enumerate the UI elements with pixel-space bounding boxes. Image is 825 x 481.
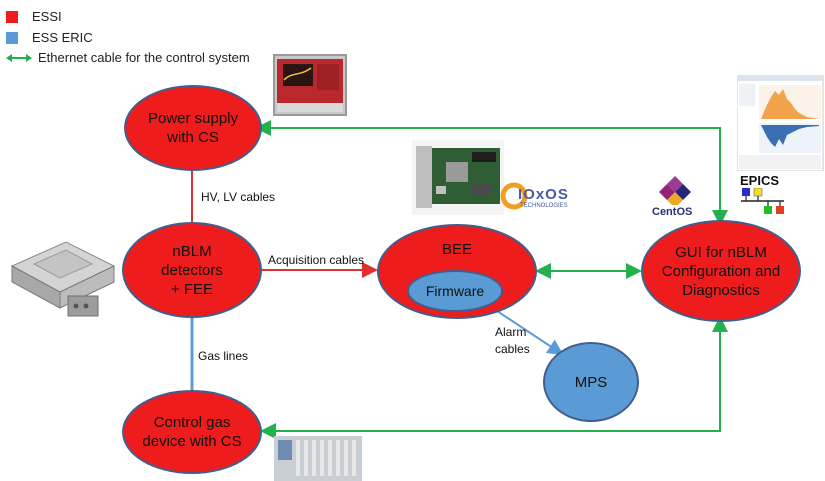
double-arrow-icon (6, 53, 32, 62)
power-supply-line2: with CS (167, 129, 219, 146)
gui-line3: Diagnostics (682, 281, 760, 299)
centos-logo: CentOS (652, 175, 698, 219)
gas-controller-photo (274, 436, 362, 481)
gui-line1: GUI for nBLM (675, 243, 767, 261)
epics-blocks-icon (741, 188, 784, 214)
gas-device-node: Control gas device with CS (122, 390, 262, 474)
ioxos-logo: IOxOS TECHNOLOGIES (500, 181, 568, 217)
gas-lines-label: Gas lines (198, 349, 249, 363)
centos-text: CentOS (652, 206, 693, 218)
legend-essi: ESSI (6, 9, 62, 24)
ess-eric-swatch (6, 31, 18, 44)
centos-icon (659, 176, 691, 205)
power-supply-photo (273, 54, 347, 116)
power-supply-line1: Power supply (147, 110, 239, 127)
bee-board-photo (412, 140, 504, 215)
ethernet-gas-gui (260, 316, 728, 439)
nblm-detector-photo (10, 241, 116, 317)
essi-swatch (6, 10, 18, 23)
firmware-label: Firmware (425, 282, 485, 299)
acquisition-label: Acquisition cables (268, 253, 365, 267)
mps-node: MPS (543, 342, 639, 422)
bee-label: BEE (441, 241, 472, 258)
ioxos-sub: TECHNOLOGIES (520, 203, 568, 209)
gas-device-line2: device with CS (142, 433, 242, 450)
alarm-label-2: cables (495, 342, 530, 356)
hv-lv-label: HV, LV cables (201, 190, 276, 204)
nblm-line1: nBLM (172, 242, 212, 260)
gas-device-line1: Control gas (153, 414, 231, 431)
gui-line2: Configuration and (661, 262, 781, 280)
legend-ess-eric-label: ESS ERIC (32, 30, 93, 45)
nblm-line3: + FEE (170, 280, 214, 298)
alarm-label-1: Alarm (495, 325, 527, 339)
gui-screenshot (737, 75, 824, 171)
ethernet-power-gui (255, 120, 728, 226)
mps-label: MPS (574, 373, 608, 391)
firmware-node: Firmware (407, 270, 503, 312)
legend-essi-label: ESSI (32, 9, 62, 24)
ioxos-ring (500, 182, 528, 210)
gui-node: GUI for nBLM Configuration and Diagnosti… (641, 220, 801, 322)
legend-ess-eric: ESS ERIC (6, 30, 93, 45)
power-supply-node: Power supply with CS (124, 85, 262, 171)
nblm-node: nBLM detectors + FEE (122, 222, 262, 318)
legend-ethernet: Ethernet cable for the control system (6, 50, 250, 65)
nblm-line2: detectors (161, 261, 223, 279)
epics-logo: EPICS (740, 173, 790, 217)
ioxos-text: IOxOS (518, 186, 569, 203)
epics-text: EPICS (740, 173, 780, 188)
legend-ethernet-label: Ethernet cable for the control system (38, 50, 250, 65)
